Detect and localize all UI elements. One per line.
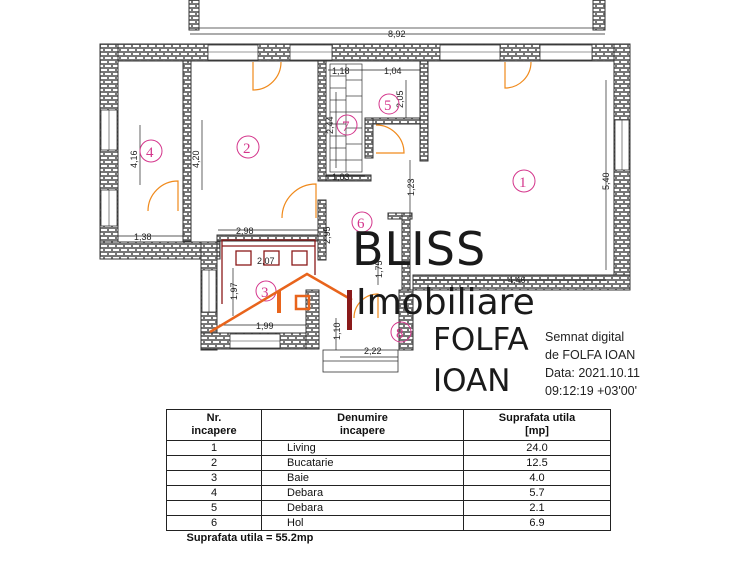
dimension-label: 5,40	[601, 172, 611, 190]
room-name-cell: Living	[261, 440, 464, 456]
column-header-name: Denumire incapere	[261, 409, 464, 441]
door-swing	[281, 183, 317, 219]
table-total-row: Suprafata utila = 55.2mp	[167, 531, 611, 546]
dimension-label: 1,75	[374, 260, 384, 278]
dimension-label: 4,16	[129, 150, 139, 168]
room-area-table: Nr. incapere Denumire incapere Suprafata…	[166, 409, 611, 545]
room-area-cell: 6.9	[463, 515, 611, 531]
table-row: 5 Debara 2.1	[166, 500, 611, 516]
door-swing	[147, 180, 179, 212]
table-row: 3 Baie 4.0	[166, 470, 611, 486]
windows	[100, 44, 630, 349]
doors	[147, 61, 532, 319]
table-row: 1 Living 24.0	[166, 440, 611, 456]
total-area: Suprafata utila = 55.2mp	[186, 531, 314, 544]
bath-fixtures	[221, 239, 316, 304]
dimension-label: 1,18	[332, 66, 350, 76]
dimension-label: 8,92	[388, 29, 406, 39]
signer-first-name: FOLFA	[433, 322, 529, 358]
room-area-cell: 2.1	[463, 500, 611, 516]
room-area-cell: 12.5	[463, 455, 611, 471]
digital-signature-date: Data: 2021.10.11	[545, 366, 640, 380]
room-name-cell: Baie	[261, 470, 464, 486]
signer-last-name: IOAN	[433, 363, 511, 399]
digital-signature-line: Semnat digital	[545, 330, 625, 344]
dimension-label: 1,04	[384, 66, 402, 76]
column-header-number: Nr. incapere	[166, 409, 262, 441]
room-markers	[139, 93, 536, 343]
room-number: 5	[384, 98, 392, 114]
table-row: 2 Bucatarie 12.5	[166, 455, 611, 471]
digital-signature-line: de FOLFA IOAN	[545, 348, 636, 362]
room-area-cell: 5.7	[463, 485, 611, 501]
dimension-label: 4,46	[508, 275, 526, 285]
room-number: 6	[357, 216, 365, 232]
room-number: 7	[342, 119, 350, 135]
logo-house-icon	[209, 272, 353, 334]
dimension-label: 1,03	[332, 172, 350, 182]
watermark-brand: BLISS	[352, 222, 487, 276]
dimension-label: 1,38	[134, 232, 152, 242]
room-number-cell: 2	[166, 455, 262, 471]
room-number: 2	[243, 141, 251, 157]
watermark-brand-subtitle: Imobiliare	[356, 282, 535, 323]
door-swing	[353, 293, 379, 319]
table-row: 6 Hol 6.9	[166, 515, 611, 531]
porch-top	[188, 0, 606, 31]
room-number-cell: 1	[166, 440, 262, 456]
door-swing	[375, 124, 405, 154]
room-area-cell: 24.0	[463, 440, 611, 456]
dimension-label: 2,05	[395, 90, 405, 108]
dimension-label: 4,20	[191, 150, 201, 168]
dimension-label: 1,97	[229, 282, 239, 300]
dimension-lines	[118, 33, 607, 358]
room-number: 3	[261, 285, 269, 301]
room-number: 8	[396, 326, 404, 342]
digital-signature-time: 09:12:19 +03'00'	[545, 384, 638, 398]
room-number-cell: 4	[166, 485, 262, 501]
room-name-cell: Hol	[261, 515, 464, 531]
dimension-label: 2,95	[322, 226, 332, 244]
door-swing	[252, 61, 282, 91]
room-number: 4	[146, 145, 154, 161]
staircase	[329, 63, 363, 173]
room-number-cell: 5	[166, 500, 262, 516]
table-header-row: Nr. incapere Denumire incapere Suprafata…	[166, 409, 611, 441]
room-name-cell: Debara	[261, 500, 464, 516]
dimension-label: 2,22	[364, 346, 382, 356]
entrance-step	[322, 349, 399, 373]
room-number-cell: 3	[166, 470, 262, 486]
room-name-cell: Debara	[261, 485, 464, 501]
dimension-label: 1,10	[332, 322, 342, 340]
column-header-area: Suprafata utila [mp]	[463, 409, 611, 441]
dimension-label: 2,98	[236, 226, 254, 236]
dimension-label: 1,23	[406, 178, 416, 196]
room-number: 1	[519, 175, 527, 191]
interior-walls	[182, 60, 429, 291]
door-swing	[504, 61, 532, 89]
room-name-cell: Bucatarie	[261, 455, 464, 471]
dimension-label: 2,07	[257, 256, 275, 266]
room-number-cell: 6	[166, 515, 262, 531]
dimension-label: 2,44	[325, 116, 335, 134]
dimension-label: 1,99	[256, 321, 274, 331]
table-row: 4 Debara 5.7	[166, 485, 611, 501]
room-area-cell: 4.0	[463, 470, 611, 486]
